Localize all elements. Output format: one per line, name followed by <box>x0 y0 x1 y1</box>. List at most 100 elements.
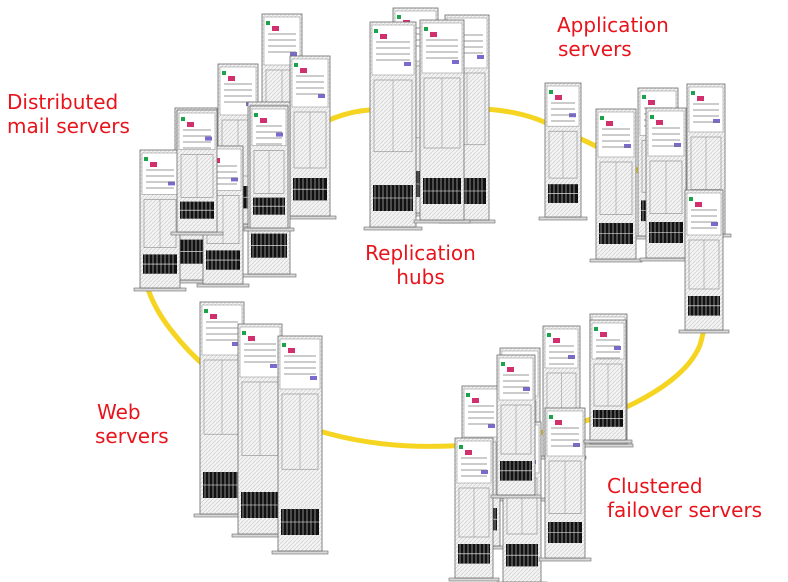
clustered-failover-servers-server-rack <box>448 437 500 582</box>
status-light <box>549 415 553 419</box>
equipment-panel <box>421 22 463 74</box>
status-light <box>424 27 428 31</box>
drive-slot <box>481 470 488 474</box>
disk-indicator <box>228 76 235 81</box>
status-light <box>266 21 270 25</box>
distributed-mail-servers-server-rack <box>133 149 187 292</box>
label-line: failover servers <box>607 498 763 522</box>
label-line: hubs <box>396 265 445 289</box>
drive-slot <box>568 355 575 359</box>
rack-base <box>413 219 471 224</box>
label-line: Clustered <box>607 474 703 498</box>
rack-base <box>448 577 500 582</box>
distributed-mail-servers-server-rack <box>243 105 295 232</box>
disk-indicator <box>260 118 267 123</box>
equipment-panel <box>201 304 243 356</box>
status-light <box>594 327 598 331</box>
label-line: mail servers <box>7 114 130 138</box>
label-web-servers: Web servers <box>95 400 169 448</box>
status-light <box>204 309 208 313</box>
disk-indicator <box>187 122 194 127</box>
equipment-panel <box>239 326 281 378</box>
drive-slot <box>624 144 631 148</box>
status-light <box>222 71 226 75</box>
status-light <box>374 29 378 33</box>
disk-indicator <box>553 338 560 343</box>
label-line: Application <box>557 13 669 37</box>
disk-indicator <box>272 26 279 31</box>
web-servers-server-rack <box>231 323 289 538</box>
clustered-failover-servers-server-rack <box>490 354 542 499</box>
disk-indicator <box>380 34 387 39</box>
web-servers-server-rack <box>271 335 329 555</box>
drive-slot <box>404 62 411 66</box>
drive-slot <box>290 52 297 56</box>
status-light <box>547 333 551 337</box>
disk-indicator <box>606 121 613 126</box>
rack-base <box>678 329 730 334</box>
rack-base <box>490 494 542 499</box>
replication-hubs-server-rack <box>363 21 423 231</box>
rack-base <box>170 231 224 236</box>
drive-slot <box>477 55 484 59</box>
rack-base <box>196 283 250 288</box>
status-light <box>650 115 654 119</box>
label-line: servers <box>95 424 169 448</box>
server-racks <box>133 7 732 582</box>
disk-indicator <box>555 95 562 100</box>
status-light <box>282 343 286 347</box>
drive-slot <box>488 424 495 428</box>
label-replication-hubs: Replication hubs <box>359 241 482 289</box>
replication-hubs-server-rack <box>413 19 471 224</box>
disk-indicator <box>210 314 217 319</box>
status-light <box>459 445 463 449</box>
status-light <box>294 63 298 67</box>
drive-slot <box>232 342 239 346</box>
drive-slot <box>318 94 325 98</box>
equipment-panel <box>371 24 415 76</box>
rack-base <box>283 215 337 220</box>
label-line: servers <box>558 37 632 61</box>
drive-slot <box>270 364 277 368</box>
drive-slot <box>231 177 238 182</box>
distributed-mail-servers-server-rack <box>283 55 337 220</box>
disk-indicator <box>600 332 607 337</box>
rack-base <box>583 439 633 444</box>
rack-base <box>363 226 423 231</box>
application-servers-server-rack <box>639 107 693 262</box>
disk-indicator <box>150 162 157 167</box>
status-light <box>397 15 401 19</box>
disk-indicator <box>697 96 704 101</box>
drive-slot <box>310 376 317 380</box>
clustered-failover-servers-server-rack <box>538 407 592 562</box>
rack-base <box>243 227 295 232</box>
status-light <box>466 393 470 397</box>
status-light <box>549 90 553 94</box>
web-servers-server-rack <box>193 301 251 518</box>
label-line: Replication <box>365 241 476 265</box>
rack-base <box>538 216 588 221</box>
label-application-servers: Application servers <box>557 13 669 61</box>
drive-slot <box>452 60 459 64</box>
status-light <box>689 197 693 201</box>
disk-indicator <box>555 420 562 425</box>
label-clustered-failover-servers: Clustered failover servers <box>607 474 762 522</box>
rack-base <box>241 273 297 278</box>
label-line: Web <box>97 400 141 424</box>
label-line: Distributed <box>7 90 119 114</box>
rack-base <box>583 443 634 448</box>
clustered-failover-servers-server-rack <box>583 319 633 444</box>
application-servers-server-rack <box>678 189 730 334</box>
disk-indicator <box>656 120 663 125</box>
status-light <box>181 117 185 121</box>
label-distributed-mail-servers: Distributed mail servers <box>7 90 130 138</box>
drive-slot <box>523 387 530 391</box>
disk-indicator <box>472 398 479 403</box>
rack-base <box>589 258 643 263</box>
application-servers-server-rack <box>589 108 643 263</box>
disk-indicator <box>248 336 255 341</box>
disk-indicator <box>695 202 702 207</box>
drive-slot <box>276 132 283 137</box>
